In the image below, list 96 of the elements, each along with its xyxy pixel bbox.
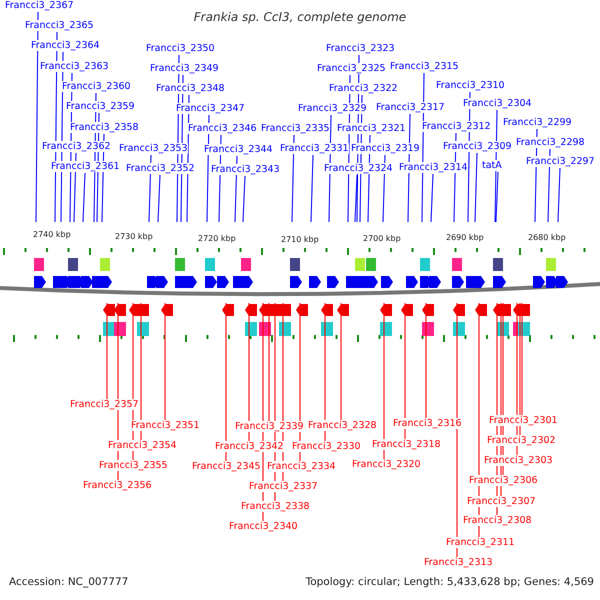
gene-label: Francci3_2303: [484, 455, 553, 466]
leader-line: [354, 174, 358, 222]
leader-line: [324, 302, 326, 442]
gene-label: Francci3_2304: [463, 98, 532, 109]
gene-label: Francci3_2358: [70, 122, 139, 133]
leader-line: [268, 302, 270, 422]
gene-label: Francci3_2360: [62, 81, 131, 92]
gene-label: Francci3_2352: [126, 163, 195, 174]
gene-label: Francci3_2338: [241, 501, 310, 512]
gene-label: Francci3_2298: [516, 137, 585, 148]
gene-label: Francci3_2349: [150, 63, 219, 74]
leader-line: [474, 152, 478, 222]
leader-line: [558, 168, 560, 222]
gene-label: Francci3_2353: [119, 143, 188, 154]
gene-label: tatA: [482, 160, 502, 171]
leader-line: [164, 302, 166, 420]
gene-label: Francci3_2314: [399, 162, 468, 173]
leader-line: [82, 172, 86, 222]
gene-label: Francci3_2342: [215, 441, 284, 452]
gene-label: Francci3_2344: [204, 144, 273, 155]
scale-label: 2720 kbp: [198, 234, 236, 243]
gene-label: Francci3_2307: [467, 496, 536, 507]
leader-line: [36, 12, 38, 222]
gene-label: Francci3_2351: [131, 420, 200, 431]
gene-label: Francci3_2354: [108, 440, 177, 451]
leader-line: [404, 302, 406, 440]
gene-label: Francci3_2302: [487, 435, 556, 446]
gene-label: Francci3_2313: [424, 557, 493, 568]
title: Frankia sp. CcI3, complete genome: [192, 10, 408, 24]
gene-label: Francci3_2367: [5, 0, 74, 11]
gene-label: Francci3_2355: [99, 460, 168, 471]
gene-label: Francci3_2350: [146, 43, 215, 54]
gene-label: Francci3_2337: [249, 481, 318, 492]
gene-label: Francci3_2312: [422, 121, 491, 132]
leader-line: [430, 174, 434, 222]
gene-label: Francci3_2297: [526, 156, 595, 167]
gene-label: Francci3_2335: [261, 123, 330, 134]
gene-label: Francci3_2306: [469, 475, 538, 486]
scale-label: 2730 kbp: [115, 232, 153, 241]
leader-line: [516, 302, 518, 456]
gene-label: Francci3_2301: [489, 415, 558, 426]
footer-note: Accession: NC_007777: [9, 576, 128, 588]
gene-label: Francci3_2348: [156, 83, 225, 94]
gene-label: Francci3_2316: [393, 418, 462, 429]
leader-line: [340, 302, 342, 420]
gene-label: Francci3_2343: [211, 164, 280, 175]
gene-label: Francci3_2357: [70, 399, 139, 410]
leader-line: [74, 152, 76, 222]
leader-line: [496, 172, 498, 222]
gene-label: Francci3_2347: [176, 103, 245, 114]
gene-label: Francci3_2363: [40, 61, 109, 72]
gene-label: Francci3_2325: [317, 63, 386, 74]
leader-line: [242, 176, 246, 222]
gene-label: Francci3_2310: [436, 80, 505, 91]
gene-label: Francci3_2319: [351, 143, 420, 154]
gene-label: Francci3_2362: [42, 141, 111, 152]
gene-label: Francci3_2320: [352, 459, 421, 470]
leader-line: [478, 302, 480, 538]
gene-label: Francci3_2311: [446, 537, 515, 548]
gene-label: Francci3_2323: [326, 43, 395, 54]
gene-label: Francci3_2309: [443, 141, 512, 152]
gene-label: Francci3_2330: [292, 441, 361, 452]
scale-label: 2680 kbp: [528, 233, 566, 242]
gene-label: Francci3_2321: [337, 123, 406, 134]
gene-label: Francci3_2334: [267, 461, 336, 472]
scale-label: 2740 kbp: [33, 230, 71, 239]
gene-label: Francci3_2328: [308, 420, 377, 431]
gene-label: Francci3_2318: [372, 439, 441, 450]
gene-label: Francci3_2317: [376, 102, 445, 113]
scale-label: 2700 kbp: [363, 234, 401, 243]
gene-label: Francci3_2340: [229, 521, 298, 532]
gene-label: Francci3_2361: [51, 161, 120, 172]
gene-label: Francci3_2364: [31, 40, 100, 51]
gene-label: Francci3_2331: [280, 143, 349, 154]
gene-label: Francci3_2345: [192, 461, 261, 472]
gene-label: Francci3_2359: [66, 101, 135, 112]
leader-line: [456, 302, 458, 558]
leader-line: [106, 302, 108, 400]
leader-line: [310, 154, 314, 222]
leader-line: [248, 302, 250, 442]
leader-line: [158, 174, 160, 222]
gene-label: Francci3_2308: [463, 515, 532, 526]
gene-label: Francci3_2324: [324, 163, 393, 174]
gene-label: Francci3_2346: [188, 123, 257, 134]
gene-label: Francci3_2329: [298, 103, 367, 114]
scale-label: 2710 kbp: [281, 235, 319, 244]
gene-label: Francci3_2356: [83, 480, 152, 491]
gene-label: Francci3_2315: [390, 61, 459, 72]
leader-line: [292, 134, 294, 222]
gene-label: Francci3_2299: [503, 117, 572, 128]
footer-note: Topology: circular; Length: 5,433,628 bp; Genes: 4,569: [306, 576, 594, 588]
gene-label: Francci3_2365: [25, 20, 94, 31]
scale-label: 2690 kbp: [446, 233, 484, 242]
leader-line: [140, 302, 142, 440]
gene-label: Francci3_2339: [235, 421, 304, 432]
gene-label: Francci3_2322: [329, 83, 398, 94]
